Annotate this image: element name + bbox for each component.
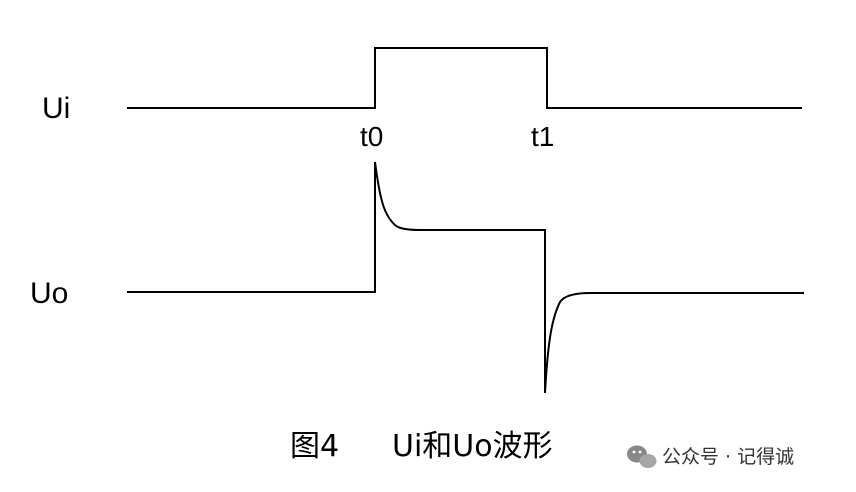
figure-number: 图4 — [290, 429, 339, 464]
uo-waveform — [127, 161, 804, 394]
uo-label: Uo — [30, 277, 68, 310]
ui-waveform — [127, 47, 802, 109]
t0-label: t0 — [360, 121, 383, 152]
watermark-text: 公众号 · 记得诚 — [662, 446, 794, 468]
t1-label: t1 — [531, 121, 554, 152]
figure-title: Ui和Uo波形 — [392, 429, 553, 464]
wechat-icon — [627, 445, 657, 468]
ui-label: Ui — [42, 92, 70, 125]
